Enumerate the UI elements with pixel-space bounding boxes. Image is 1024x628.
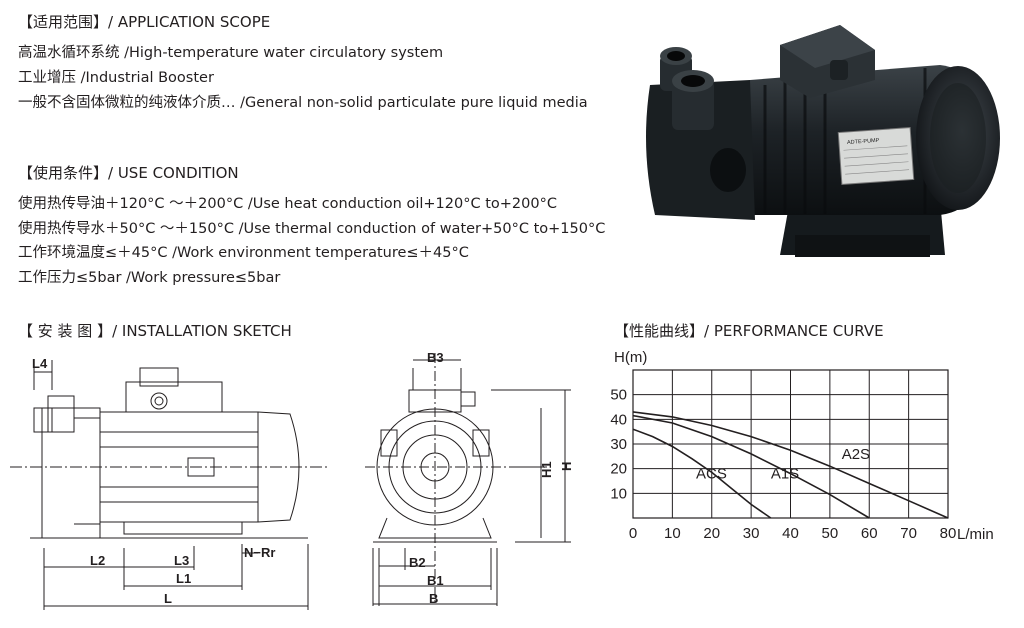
- dim-B3: B3: [427, 350, 444, 365]
- installation-sketch-heading: 【 安 装 图 】/ INSTALLATION SKETCH: [18, 322, 292, 340]
- curve-label-a2s: A2S: [842, 446, 870, 463]
- dim-B1: B1: [427, 573, 444, 588]
- x-tick-label: 10: [664, 525, 681, 542]
- condition-item-4: 工作压力≤5bar /Work pressure≤5bar: [18, 270, 281, 286]
- condition-item-3: 工作环境温度≤＋45°C /Work environment temperatu…: [18, 245, 469, 261]
- x-tick-label: 40: [782, 525, 799, 542]
- y-axis-label: H(m): [614, 349, 647, 366]
- x-tick-label: 30: [743, 525, 760, 542]
- performance-curve-heading: 【性能曲线】/ PERFORMANCE CURVE: [614, 322, 884, 340]
- series-line-a2s: [632, 411, 949, 519]
- dim-B2: B2: [409, 555, 426, 570]
- dim-L1: L1: [176, 571, 191, 586]
- dim-H: H: [559, 462, 574, 471]
- dim-L4: L4: [32, 356, 48, 371]
- scope-item-2: 工业增压 /Industrial Booster: [18, 70, 214, 86]
- scope-item-1: 高温水循环系统 /High-temperature water circulat…: [18, 45, 444, 61]
- curve-label-a1s: A1S: [771, 466, 799, 483]
- series-line-acs: [632, 428, 772, 519]
- dim-H1: H1: [539, 461, 554, 478]
- x-tick-label: 60: [861, 525, 878, 542]
- application-scope-heading: 【适用范围】/ APPLICATION SCOPE: [18, 13, 271, 31]
- installation-side-view: L4 L2 L3 L1 L N−Rr: [10, 356, 330, 610]
- pump-product-photo: ADTE-PUMP: [646, 25, 1000, 257]
- y-tick-label: 10: [610, 485, 627, 502]
- dim-L: L: [164, 591, 172, 606]
- x-axis-label: L/min: [957, 526, 994, 543]
- condition-item-1: 使用热传导油＋120°C ～＋200°C /Use heat conductio…: [18, 196, 557, 212]
- dim-N-Rr: N−Rr: [244, 545, 275, 560]
- use-condition-heading: 【使用条件】/ USE CONDITION: [18, 164, 239, 182]
- dim-L2: L2: [90, 553, 105, 568]
- x-tick-label: 80: [940, 525, 957, 542]
- y-tick-label: 20: [610, 461, 627, 478]
- x-tick-label: 20: [703, 525, 720, 542]
- nameplate-brand: ADTE-PUMP: [847, 138, 880, 146]
- x-tick-label: 50: [822, 525, 839, 542]
- dim-L3: L3: [174, 553, 189, 568]
- y-tick-label: 30: [610, 436, 627, 453]
- dim-B: B: [429, 591, 438, 606]
- x-tick-label: 0: [629, 525, 637, 542]
- y-tick-label: 50: [610, 387, 627, 404]
- x-tick-label: 70: [900, 525, 917, 542]
- curve-label-acs: ACS: [696, 466, 727, 483]
- condition-item-2: 使用热传导水＋50°C ～＋150°C /Use thermal conduct…: [18, 221, 606, 237]
- series-line-a1s: [632, 414, 870, 519]
- y-tick-label: 40: [610, 411, 627, 428]
- scope-item-3: 一般不含固体微粒的纯液体介质… /General non-solid parti…: [18, 95, 588, 111]
- performance-curve-chart: 0 10 20 30 40 50 60 70 80 10 20 30 40 50 H(m) L/min ACS A…: [610, 349, 994, 543]
- installation-front-view: B3 H1 H B2 B1 B: [365, 350, 574, 606]
